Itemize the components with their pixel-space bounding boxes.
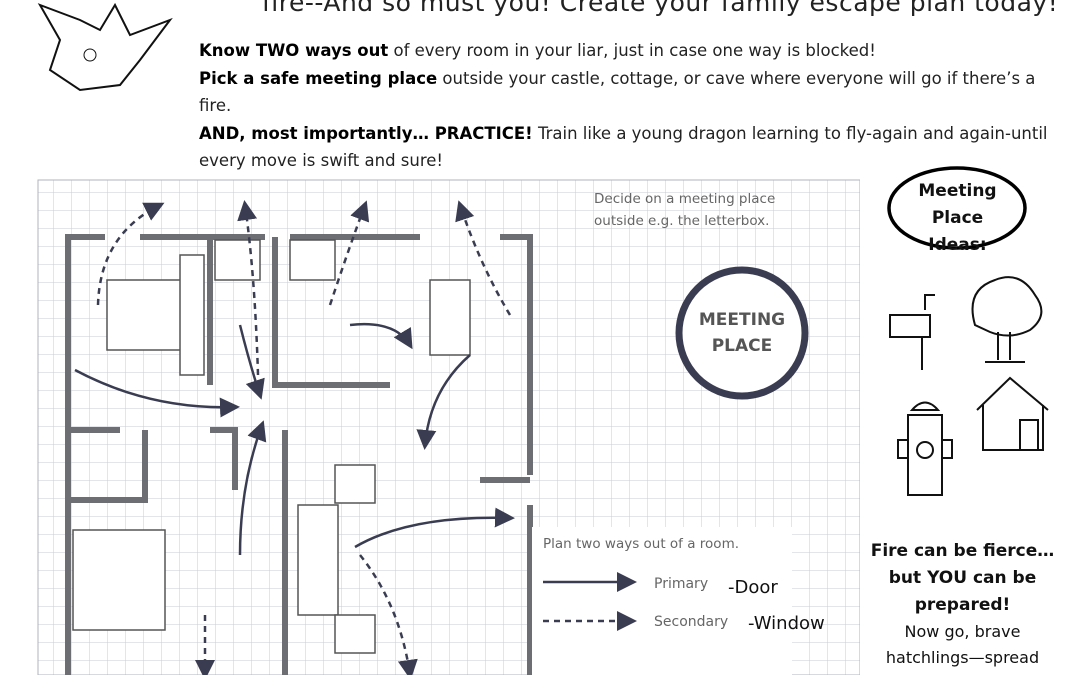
legend-primary-note: -Door — [728, 577, 778, 598]
tip-meeting-place: Pick a safe meeting place outside your c… — [199, 68, 1036, 116]
floor-plan: Decide on a meeting place outside e.g. t… — [37, 179, 860, 675]
dragon-illustration — [20, 0, 180, 95]
meeting-place-circle — [675, 266, 809, 400]
hydrant-icon — [897, 401, 953, 496]
legend-secondary-note: -Window — [748, 613, 825, 634]
meeting-note-2: outside e.g. the letterbox. — [594, 213, 769, 229]
legend-secondary: Secondary — [654, 614, 728, 630]
tip-practice: AND, most importantly… PRACTICE! Train l… — [199, 123, 1048, 171]
walls — [65, 234, 533, 675]
tip-two-ways: Know TWO ways out of every room in your … — [199, 41, 876, 60]
tips-list: Know TWO ways out of every room in your … — [199, 37, 1059, 175]
escape-arrows — [74, 200, 515, 675]
headline: fire--And so must you! Create your famil… — [262, 0, 1059, 17]
meeting-ideas-icons — [889, 276, 1049, 496]
meeting-note-1: Decide on a meeting place — [594, 191, 775, 207]
legend-primary: Primary — [654, 576, 708, 592]
ideas-oval — [887, 166, 1027, 250]
meeting-place-label-2: PLACE — [712, 336, 773, 356]
dragon-icon — [37, 2, 173, 92]
tree-icon — [971, 276, 1043, 363]
furniture — [72, 239, 471, 654]
house-icon — [976, 376, 1049, 451]
legend-box — [532, 527, 792, 675]
meeting-place-label: MEETING — [699, 310, 785, 330]
mailbox-icon — [889, 294, 935, 370]
legend-title: Plan two ways out of a room. — [543, 536, 739, 552]
